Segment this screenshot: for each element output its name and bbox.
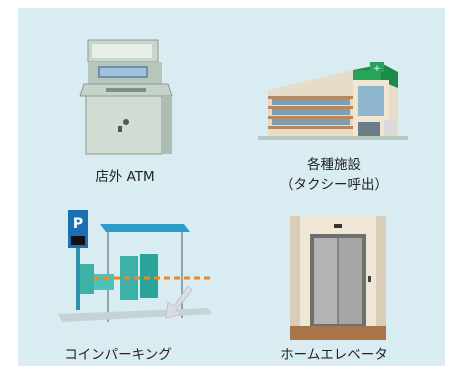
svg-text:+: + bbox=[373, 64, 381, 74]
facility-coin-parking[interactable]: P コインパーキング bbox=[18, 188, 232, 366]
facility-atm[interactable]: 店外 ATM bbox=[18, 8, 232, 188]
facility-various[interactable]: + 各種施設 （タクシー呼出） bbox=[232, 8, 445, 193]
facility-various-label: 各種施設 bbox=[307, 157, 361, 173]
hospital-building-icon: + bbox=[258, 62, 408, 140]
facility-home-elevator-label: ホームエレベータ bbox=[280, 347, 388, 363]
facility-home-elevator[interactable]: ホームエレベータ bbox=[232, 188, 445, 366]
home-elevator-icon bbox=[290, 216, 386, 340]
facility-atm-label: 店外 ATM bbox=[95, 169, 155, 185]
atm-machine-icon bbox=[79, 39, 173, 155]
facility-coin-parking-label: コインパーキング bbox=[64, 347, 172, 363]
facilities-panel: 店外 ATM + 各種施設 bbox=[18, 8, 445, 366]
svg-text:P: P bbox=[73, 216, 83, 232]
facility-various-sublabel: （タクシー呼出） bbox=[280, 177, 388, 193]
coin-parking-icon: P bbox=[58, 210, 212, 322]
